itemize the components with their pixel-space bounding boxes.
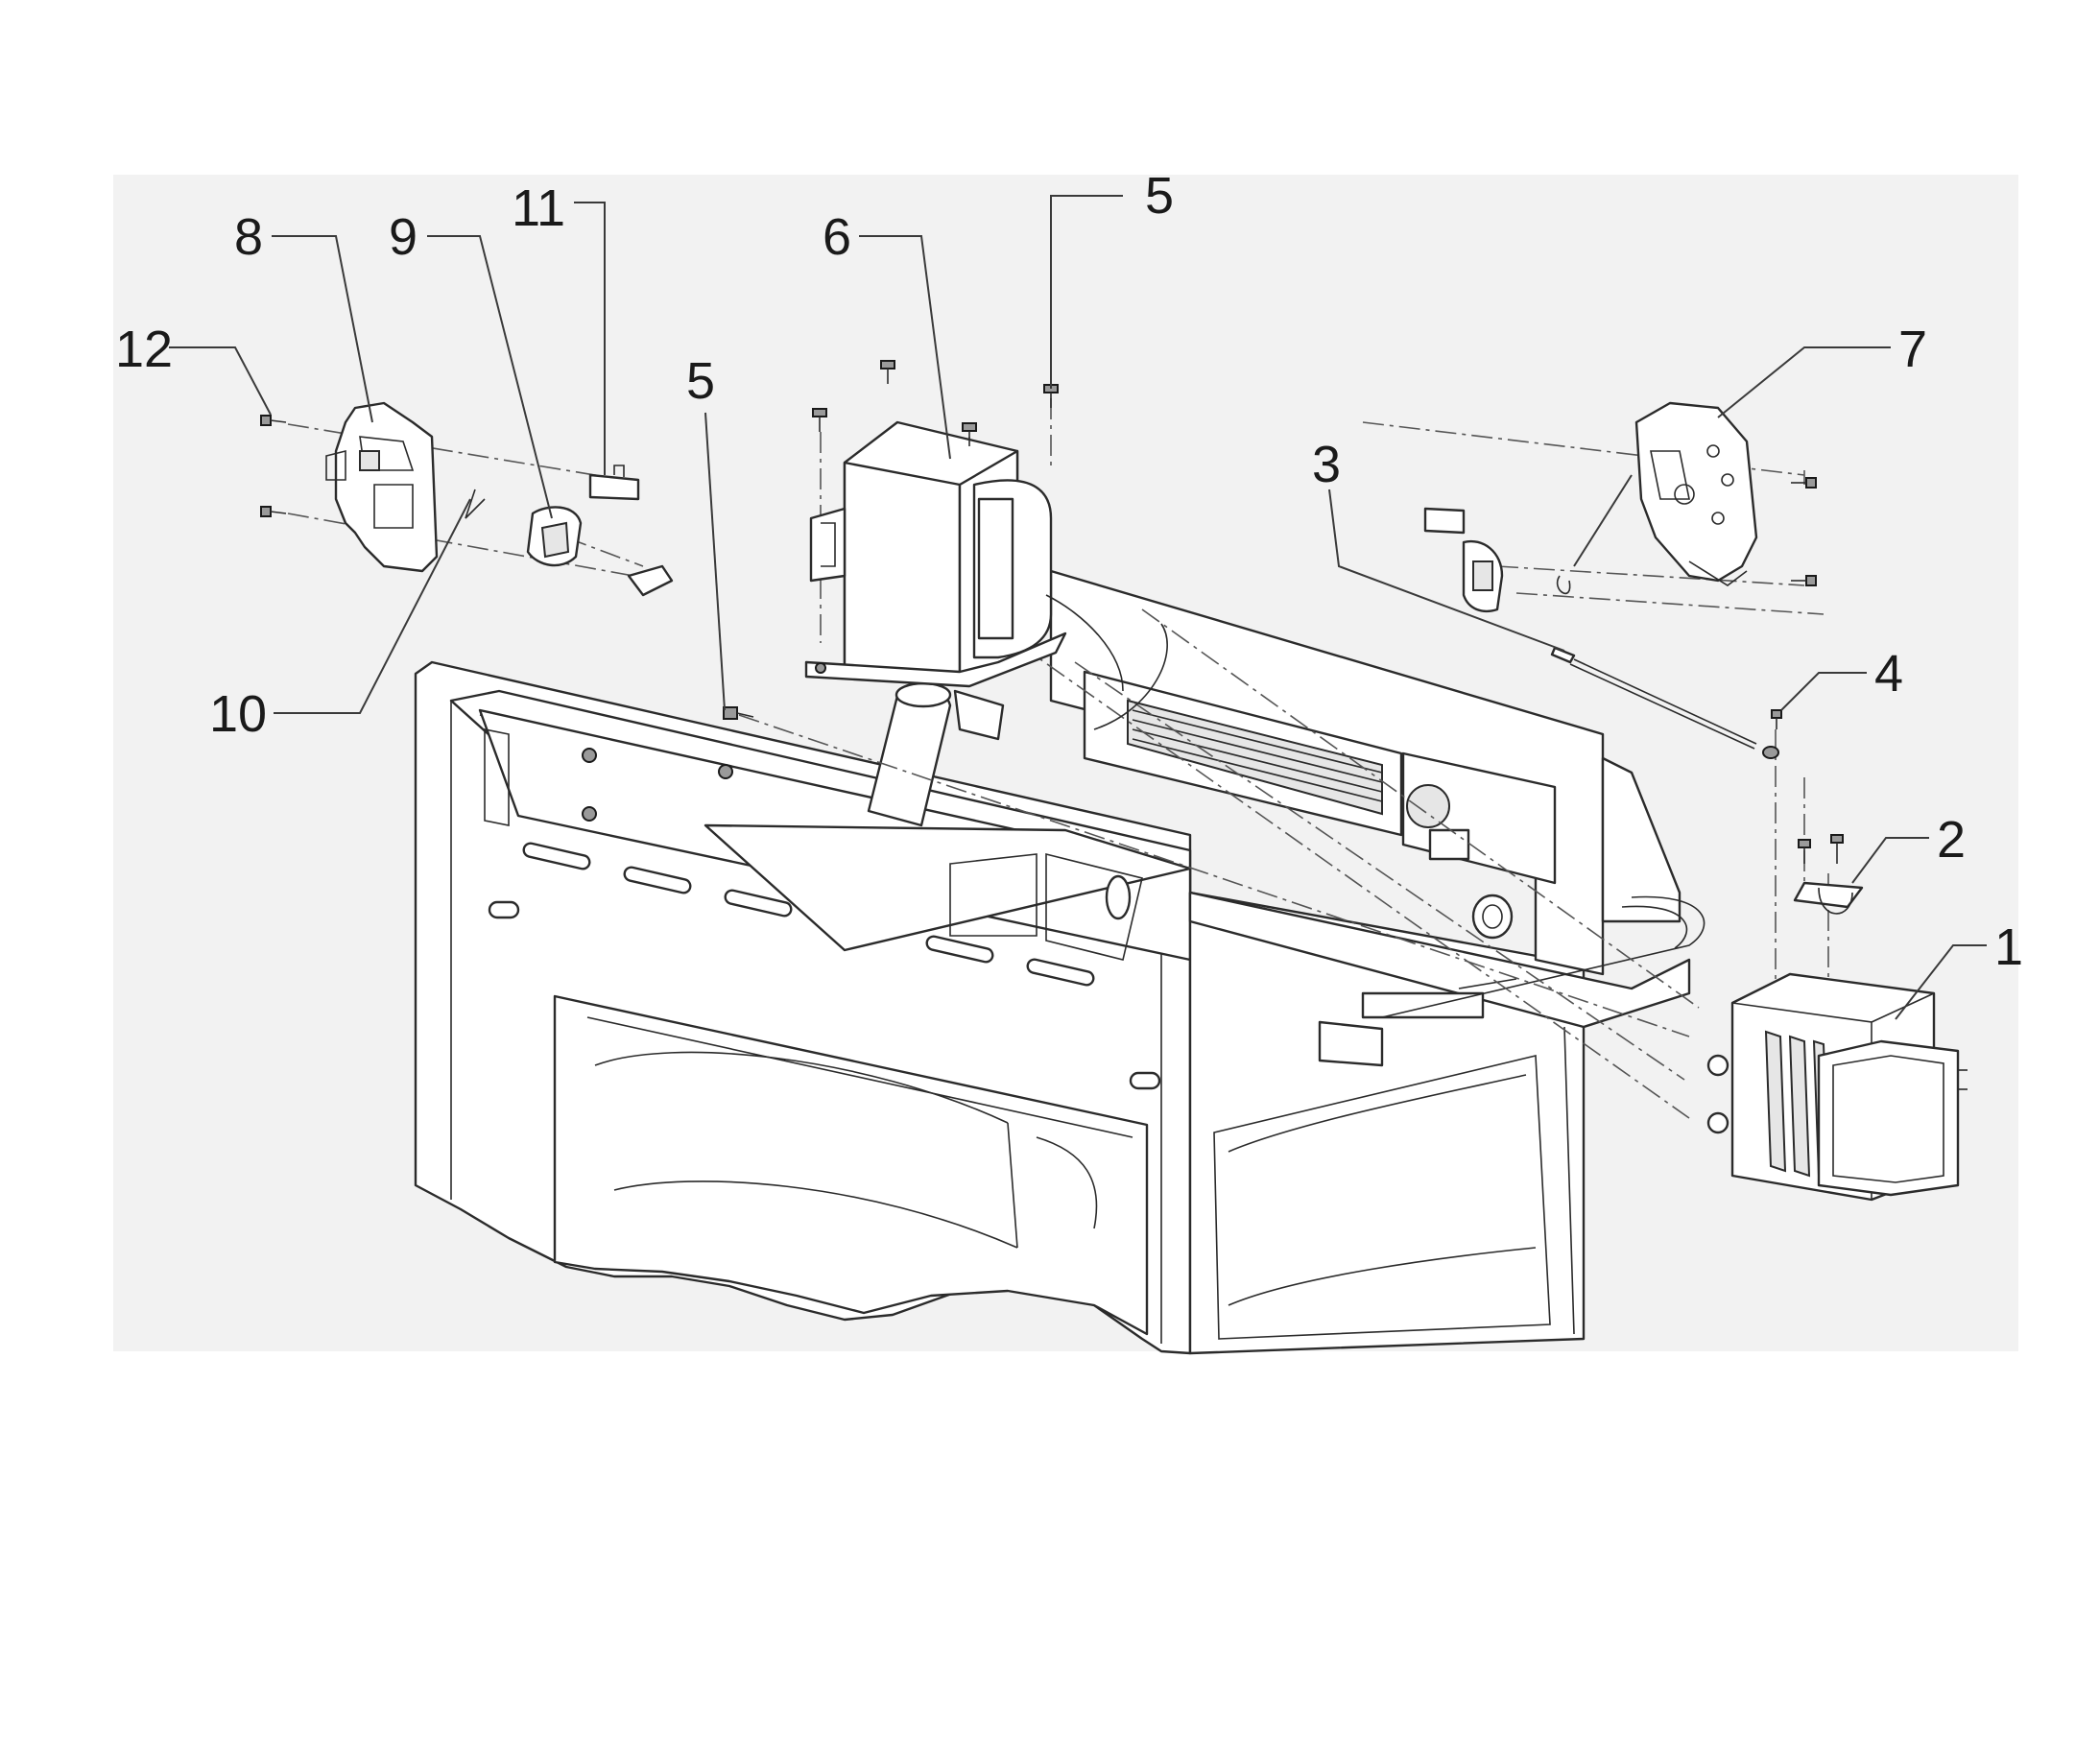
right-interlock-assembly [1423, 401, 1817, 613]
screw-icon [260, 506, 287, 517]
callout-9: 9 [389, 208, 417, 266]
part-2-bracket [1793, 834, 1864, 915]
part-1-magnetron [1706, 972, 1968, 1202]
callout-3: 3 [1312, 436, 1341, 493]
callout-11: 11 [512, 179, 565, 237]
callout-1: 1 [1994, 918, 2023, 976]
screw-icon [1771, 709, 1782, 729]
callout-labels: 12 8 9 11 10 6 5 5 7 3 4 2 1 [115, 167, 2023, 976]
screw-icon [812, 408, 827, 432]
callout-4: 4 [1874, 645, 1903, 703]
callout-12: 12 [115, 321, 173, 378]
callout-6: 6 [823, 208, 851, 266]
part-3-wire [1550, 646, 1782, 759]
screw-icon [1830, 834, 1844, 864]
part-6-transformer [804, 420, 1168, 741]
leader-lines [169, 195, 1987, 1020]
screw-icon [962, 422, 977, 446]
screw-icon [880, 360, 895, 384]
callout-2: 2 [1937, 811, 1966, 869]
screw-icon [260, 415, 287, 426]
callout-7: 7 [1898, 321, 1927, 378]
callout-10: 10 [209, 685, 267, 743]
screw-icon [1791, 575, 1817, 586]
callout-5-top: 5 [1145, 167, 1174, 225]
screw-icon [723, 706, 754, 720]
oven-chassis [414, 569, 1705, 1355]
callout-8: 8 [234, 208, 263, 266]
left-interlock-assembly [260, 401, 674, 597]
callout-5-left: 5 [686, 352, 715, 410]
screw-icon [1791, 477, 1817, 489]
screw-icon [1798, 839, 1811, 864]
